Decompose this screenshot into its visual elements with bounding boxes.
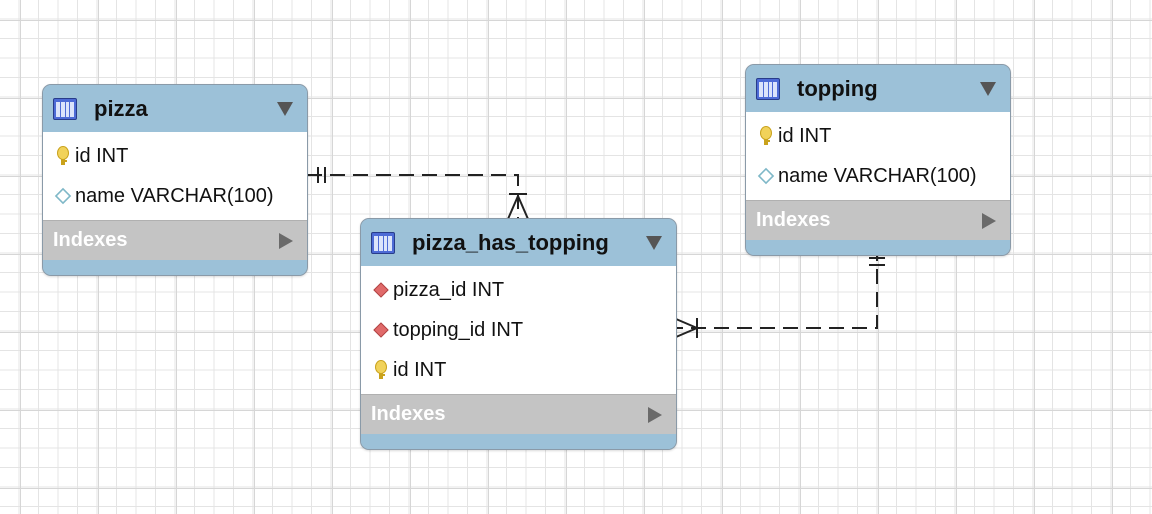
primary-key-icon xyxy=(371,360,391,380)
indexes-label: Indexes xyxy=(53,229,128,251)
table-footer xyxy=(43,260,307,275)
column-row[interactable]: name VARCHAR(100) xyxy=(43,176,307,216)
table-icon xyxy=(53,97,77,120)
table-pizza-has-topping[interactable]: pizza_has_topping pizza_id INT topping_i… xyxy=(360,218,677,450)
column-list: id INT name VARCHAR(100) xyxy=(746,112,1010,200)
collapse-arrow-icon[interactable] xyxy=(980,81,996,96)
expand-arrow-icon[interactable] xyxy=(982,212,996,229)
indexes-section[interactable]: Indexes xyxy=(361,394,676,434)
column-label: name VARCHAR(100) xyxy=(75,184,274,207)
column-label: id INT xyxy=(75,144,129,167)
table-icon xyxy=(756,77,780,100)
table-header[interactable]: pizza_has_topping xyxy=(361,219,676,266)
table-icon xyxy=(371,231,395,254)
column-row[interactable]: pizza_id INT xyxy=(361,270,676,310)
crows-foot-mark xyxy=(507,195,519,220)
column-icon xyxy=(756,167,776,185)
indexes-section[interactable]: Indexes xyxy=(43,220,307,260)
collapse-arrow-icon[interactable] xyxy=(277,101,293,116)
table-header[interactable]: topping xyxy=(746,65,1010,112)
relationship-pizza-pizza-has-topping[interactable] xyxy=(307,167,529,220)
collapse-arrow-icon[interactable] xyxy=(646,235,662,250)
column-row[interactable]: id INT xyxy=(746,116,1010,156)
table-pizza[interactable]: pizza id INT name VARCHAR(100) Indexes xyxy=(42,84,308,276)
table-topping[interactable]: topping id INT name VARCHAR(100) Indexes xyxy=(745,64,1011,256)
indexes-section[interactable]: Indexes xyxy=(746,200,1010,240)
table-footer xyxy=(361,434,676,449)
table-footer xyxy=(746,240,1010,255)
column-label: id INT xyxy=(778,124,832,147)
column-row[interactable]: topping_id INT xyxy=(361,310,676,350)
column-row[interactable]: id INT xyxy=(361,350,676,390)
column-label: id INT xyxy=(393,358,447,381)
column-label: name VARCHAR(100) xyxy=(778,164,977,187)
primary-key-icon xyxy=(53,146,73,166)
column-list: id INT name VARCHAR(100) xyxy=(43,132,307,220)
column-icon xyxy=(53,187,73,205)
column-label: pizza_id INT xyxy=(393,278,505,301)
column-list: pizza_id INT topping_id INT id INT xyxy=(361,266,676,394)
primary-key-icon xyxy=(756,126,776,146)
table-title: topping xyxy=(797,75,878,101)
relationship-topping-pizza-has-topping[interactable] xyxy=(675,246,885,338)
crows-foot-mark xyxy=(675,327,698,338)
indexes-label: Indexes xyxy=(756,209,831,231)
table-header[interactable]: pizza xyxy=(43,85,307,132)
crows-foot-mark xyxy=(517,195,529,220)
indexes-label: Indexes xyxy=(371,403,446,425)
expand-arrow-icon[interactable] xyxy=(279,232,293,249)
foreign-key-icon xyxy=(371,281,391,299)
table-title: pizza xyxy=(94,95,148,121)
column-row[interactable]: id INT xyxy=(43,136,307,176)
column-row[interactable]: name VARCHAR(100) xyxy=(746,156,1010,196)
expand-arrow-icon[interactable] xyxy=(648,406,662,423)
foreign-key-icon xyxy=(371,321,391,339)
column-label: topping_id INT xyxy=(393,318,524,341)
crows-foot-mark xyxy=(675,318,698,329)
table-title: pizza_has_topping xyxy=(412,229,609,255)
